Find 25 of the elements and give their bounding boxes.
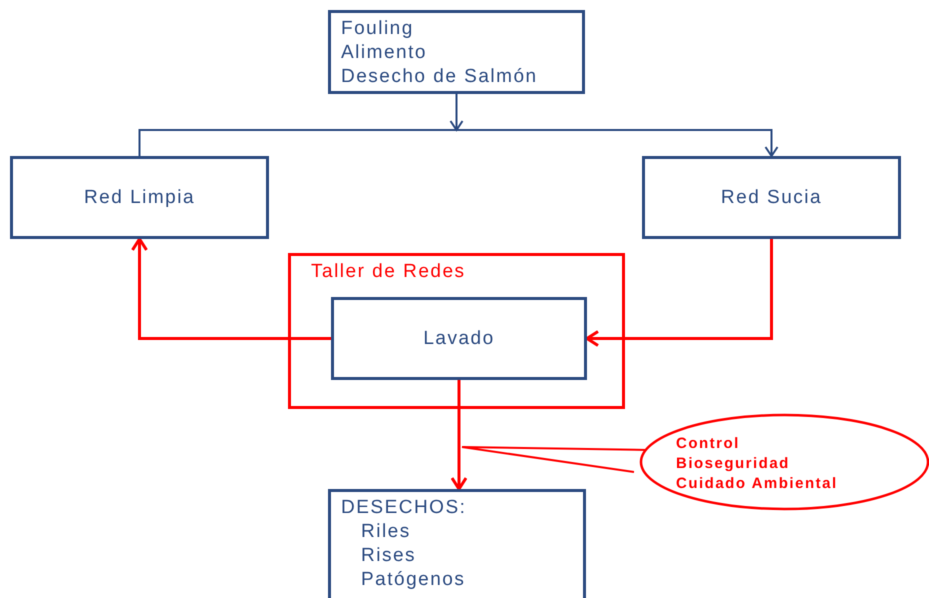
- label: Rises: [360, 544, 418, 568]
- arrow: [450, 94, 464, 131]
- label: Taller de Redes: [311, 260, 467, 284]
- arrow: [450, 380, 468, 490]
- heading: DESECHOS:: [341, 496, 468, 520]
- label: Desecho de Salmón: [341, 65, 539, 89]
- label: Patógenos: [360, 568, 466, 592]
- label: Cuidado Ambiental: [676, 474, 839, 494]
- label: Lavado: [423, 326, 495, 350]
- label: Fouling: [341, 17, 415, 41]
- output-box: [328, 489, 586, 598]
- arrow: [586, 239, 773, 347]
- label: Bioseguridad: [676, 454, 791, 474]
- net-box: [10, 156, 269, 239]
- label: Alimento: [341, 41, 428, 65]
- label: Riles: [360, 520, 412, 544]
- label: Red Limpia: [84, 186, 196, 210]
- label: Red Sucia: [720, 186, 822, 210]
- arrow: [131, 238, 331, 340]
- arrow: [456, 129, 778, 157]
- net-box: [642, 156, 901, 239]
- input-box: [328, 10, 585, 94]
- process-box: [331, 297, 587, 380]
- label: Control: [676, 434, 741, 454]
- area-frame: [288, 253, 625, 409]
